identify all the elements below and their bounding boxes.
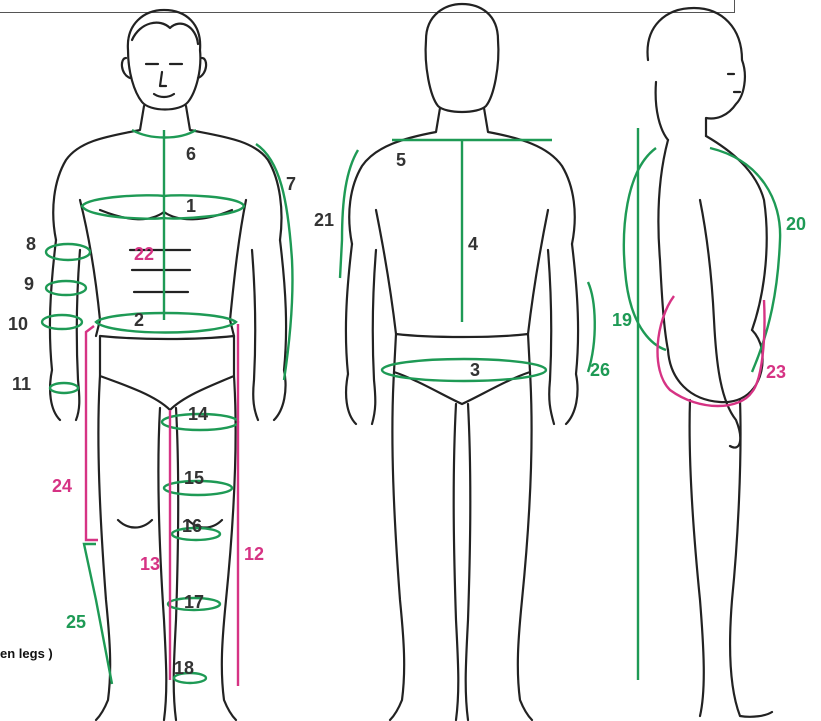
measurement-label-8: 8 <box>26 234 36 254</box>
measurement-label-14: 14 <box>188 404 208 424</box>
measurement-label-4: 4 <box>468 234 478 254</box>
measurement-label-5: 5 <box>396 150 406 170</box>
measurement-label-6: 6 <box>186 144 196 164</box>
back-head <box>426 4 499 112</box>
measurement-label-7: 7 <box>286 174 296 194</box>
measurement-label-12: 12 <box>244 544 264 564</box>
measurement-label-1: 1 <box>186 196 196 216</box>
measurement-label-15: 15 <box>184 468 204 488</box>
measurement-label-22: 22 <box>134 244 154 264</box>
measurement-label-20: 20 <box>786 214 806 234</box>
side-head <box>648 8 745 136</box>
measurement-label-24: 24 <box>52 476 72 496</box>
back-figure <box>346 4 578 720</box>
side-figure <box>648 8 772 717</box>
measurement-label-26: 26 <box>590 360 610 380</box>
measurement-label-18: 18 <box>174 658 194 678</box>
measurement-label-25: 25 <box>66 612 86 632</box>
measurement-label-2: 2 <box>134 310 144 330</box>
measurement-label-3: 3 <box>470 360 480 380</box>
note-text: en legs ) <box>0 646 53 661</box>
measurement-label-16: 16 <box>182 516 202 536</box>
measurement-label-10: 10 <box>8 314 28 334</box>
measurement-label-23: 23 <box>766 362 786 382</box>
measure-line-waist <box>96 313 236 333</box>
measurement-label-13: 13 <box>140 554 160 574</box>
measurement-label-21: 21 <box>314 210 334 230</box>
measurement-label-11: 11 <box>12 374 31 394</box>
measurement-label-17: 17 <box>184 592 204 612</box>
measurement-label-9: 9 <box>24 274 34 294</box>
measurement-label-19: 19 <box>612 310 632 330</box>
